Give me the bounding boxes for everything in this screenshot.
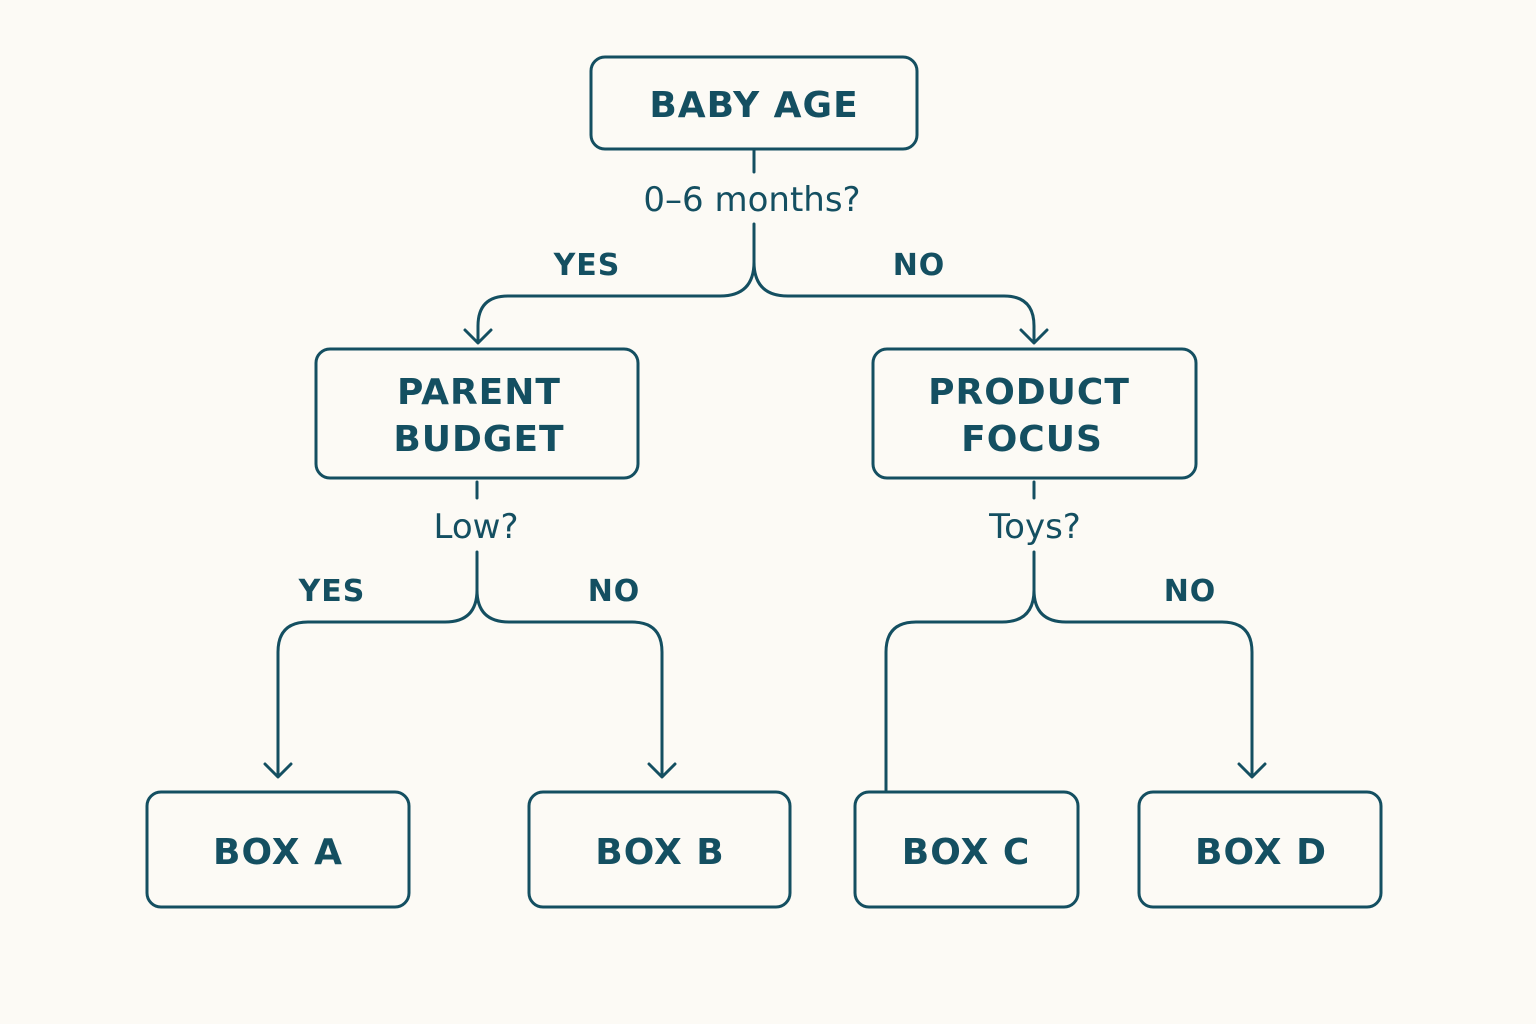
node-box-a-label: BOX A [213, 832, 343, 873]
node-box-c: BOX C [853, 790, 1080, 909]
edge-right-yes [884, 550, 1036, 792]
arrowhead-to-product-focus [1019, 328, 1049, 345]
node-box-b-label: BOX B [595, 832, 725, 873]
question-budget-low: Low? [434, 507, 519, 547]
node-baby-age-label: BABY AGE [649, 85, 858, 126]
node-baby-age: BABY AGE [589, 55, 919, 151]
arrowhead-to-box-d [1237, 762, 1267, 779]
node-box-d: BOX D [1137, 790, 1383, 909]
branch-label-right-no: NO [1164, 574, 1217, 609]
question-toys: Toys? [988, 507, 1081, 547]
node-box-b: BOX B [527, 790, 792, 909]
arrowhead-to-box-a [263, 762, 293, 779]
node-box-a: BOX A [145, 790, 411, 909]
arrowhead-to-box-b [647, 762, 677, 779]
node-box-c-label: BOX C [902, 832, 1030, 873]
edge-root-yes [476, 222, 756, 344]
node-box-d-label: BOX D [1195, 832, 1327, 873]
edge-right-no [1032, 588, 1254, 778]
edge-left-yes [276, 550, 479, 778]
branch-label-root-no: NO [893, 248, 946, 283]
node-product-focus: PRODUCT FOCUS [871, 347, 1198, 480]
edge-root-no [752, 260, 1036, 344]
node-parent-budget-line2: BUDGET [393, 419, 564, 460]
arrowhead-to-parent-budget [463, 328, 493, 345]
node-product-focus-line1: PRODUCT [928, 372, 1130, 413]
edge-left-no [475, 588, 664, 778]
branch-label-left-no: NO [588, 574, 641, 609]
branch-label-left-yes: YES [298, 574, 366, 609]
branch-label-root-yes: YES [553, 248, 621, 283]
node-product-focus-line2: FOCUS [961, 419, 1103, 460]
node-parent-budget-line1: PARENT [397, 372, 561, 413]
question-age-range: 0–6 months? [643, 180, 860, 220]
node-parent-budget: PARENT BUDGET [314, 347, 640, 480]
